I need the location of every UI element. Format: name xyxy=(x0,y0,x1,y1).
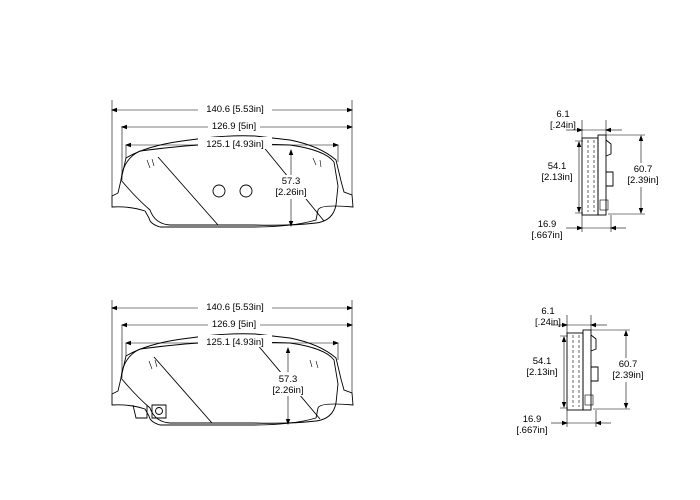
dim-backing-thickness-value: 6.1 xyxy=(556,109,569,120)
dim-height-value: 57.3 xyxy=(279,374,298,385)
dim-total-thickness-inch: [.667in] xyxy=(531,230,562,241)
dim-total-thickness-value: 16.9 xyxy=(538,219,557,230)
friction-pad-outline xyxy=(120,142,339,226)
lower-clip-side xyxy=(584,394,594,406)
dim-outer-height-inch: [2.39in] xyxy=(612,370,643,381)
dim-mid-width: 126.9 [5in] xyxy=(212,319,256,330)
dim-inner-width: 125.1 [4.93in] xyxy=(206,139,264,150)
dim-outer-height-value: 60.7 xyxy=(619,359,638,370)
wear-hole-right xyxy=(239,184,253,198)
tab-mark-right xyxy=(312,157,322,168)
tab-mark-right xyxy=(309,359,319,369)
dim-height-inch: [2.26in] xyxy=(272,385,303,396)
dim-inner-height-inch: [2.13in] xyxy=(526,367,557,378)
wear-sensor-clip xyxy=(132,404,167,419)
dim-inner-height-inch: [2.13in] xyxy=(541,172,572,183)
dim-overall-width: 140.6 [5.53in] xyxy=(206,104,264,115)
front-view-top: 140.6 [5.53in] 126.9 [5in] 125.1 [4.93in… xyxy=(111,100,354,228)
dim-outer-height-inch: [2.39in] xyxy=(627,175,658,186)
pad-slot-left xyxy=(153,356,213,424)
side-view-top: 6.1 [.24in] 54.1 [2.13in] 60.7 [2.39in] … xyxy=(531,109,662,241)
tab-mark-left xyxy=(148,359,158,370)
lower-clip-side xyxy=(599,199,609,211)
pad-slot-left xyxy=(157,156,219,226)
dim-inner-height-value: 54.1 xyxy=(548,161,567,172)
shim-layer-side xyxy=(582,329,592,411)
tab-mark-left xyxy=(146,158,155,169)
dim-inner-height-value: 54.1 xyxy=(533,356,552,367)
dim-height-inch: [2.26in] xyxy=(275,187,306,198)
wear-sensor-hole xyxy=(155,407,163,415)
dim-backing-thickness-inch: [.24in] xyxy=(550,120,576,131)
backing-plate-side xyxy=(566,332,584,411)
wear-hole-left xyxy=(212,184,226,198)
side-view-bottom: 6.1 [.24in] 54.1 [2.13in] 60.7 [2.39in] … xyxy=(516,306,647,436)
dim-mid-width: 126.9 [5in] xyxy=(212,121,256,132)
dim-inner-width: 125.1 [4.93in] xyxy=(206,337,264,348)
clip-side xyxy=(605,139,614,187)
dim-total-thickness-inch: [.667in] xyxy=(516,425,547,436)
clip-side xyxy=(590,334,599,382)
front-view-bottom: 140.6 [5.53in] 126.9 [5in] 125.1 [4.93in… xyxy=(111,300,354,426)
shim-layer-side xyxy=(597,134,607,216)
backing-plate-outline xyxy=(111,135,354,228)
friction-pad-outline xyxy=(120,340,339,424)
dim-backing-thickness-inch: [.24in] xyxy=(535,317,561,328)
dim-backing-thickness-value: 6.1 xyxy=(541,306,554,317)
dim-outer-height-value: 60.7 xyxy=(634,164,653,175)
dim-height-value: 57.3 xyxy=(282,176,301,187)
backing-plate-outline xyxy=(111,333,354,426)
dim-total-thickness-value: 16.9 xyxy=(523,414,542,425)
dim-overall-width: 140.6 [5.53in] xyxy=(206,302,264,313)
backing-plate-side xyxy=(581,137,599,216)
